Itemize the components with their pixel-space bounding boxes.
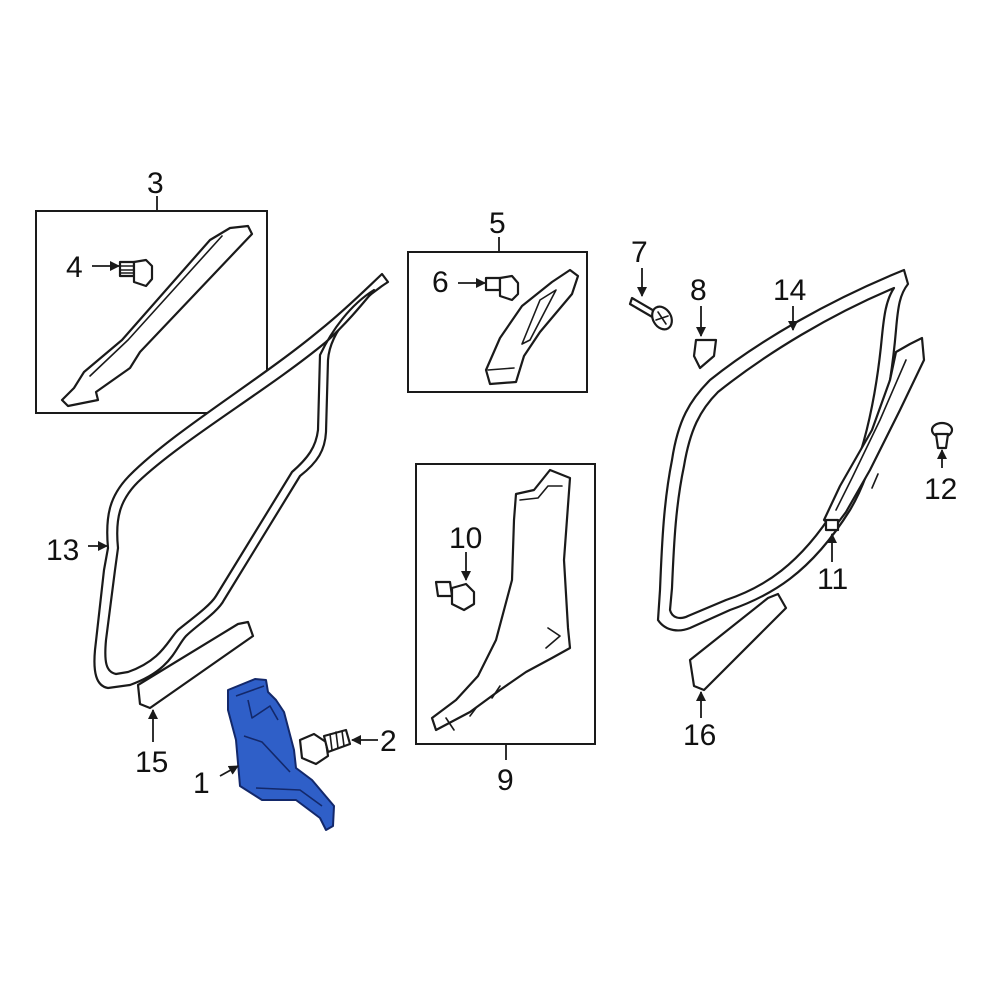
callout-9[interactable]: 9 — [497, 764, 514, 797]
screw-7[interactable] — [628, 296, 676, 333]
group-5-frame — [407, 251, 588, 393]
rear-scuff-plate[interactable] — [688, 592, 788, 692]
front-door-weatherstrip[interactable] — [93, 272, 390, 690]
rear-door-weatherstrip[interactable] — [656, 268, 910, 632]
group-3-box: 3 4 — [35, 167, 268, 414]
bolt-10[interactable] — [434, 580, 476, 612]
callout-3[interactable]: 3 — [147, 167, 164, 200]
callout-7[interactable]: 7 — [631, 236, 648, 269]
callout-2[interactable]: 2 — [380, 725, 397, 758]
callout-15[interactable]: 15 — [135, 746, 168, 779]
callout-1[interactable]: 1 — [193, 767, 210, 800]
group-9-box: 9 10 — [415, 463, 596, 797]
cowl-side-trim-highlighted[interactable] — [227, 678, 335, 831]
callout-14[interactable]: 14 — [773, 274, 806, 307]
callout-5[interactable]: 5 — [489, 207, 506, 240]
callout-12[interactable]: 12 — [924, 473, 957, 506]
callout-6[interactable]: 6 — [432, 266, 449, 299]
bolt-2[interactable] — [298, 728, 352, 766]
center-pillar-lower-trim[interactable] — [430, 468, 572, 732]
rear-pillar-trim[interactable] — [822, 336, 926, 530]
a-pillar-trim[interactable] — [60, 224, 254, 408]
front-scuff-plate[interactable] — [136, 620, 255, 710]
pin-12[interactable] — [930, 421, 954, 450]
group-5-box: 5 6 — [407, 207, 588, 393]
bolt-6[interactable] — [484, 274, 520, 302]
callout-16[interactable]: 16 — [683, 719, 716, 752]
bolt-4[interactable] — [118, 258, 154, 288]
callout-10[interactable]: 10 — [449, 522, 482, 555]
clip-8[interactable] — [692, 338, 718, 370]
callout-4[interactable]: 4 — [66, 251, 83, 284]
callout-8[interactable]: 8 — [690, 274, 707, 307]
clip-11[interactable] — [824, 518, 840, 532]
callout-13[interactable]: 13 — [46, 534, 79, 567]
callout-11[interactable]: 11 — [817, 563, 848, 596]
center-pillar-upper-trim[interactable] — [484, 268, 580, 386]
group-3-frame — [35, 210, 268, 414]
